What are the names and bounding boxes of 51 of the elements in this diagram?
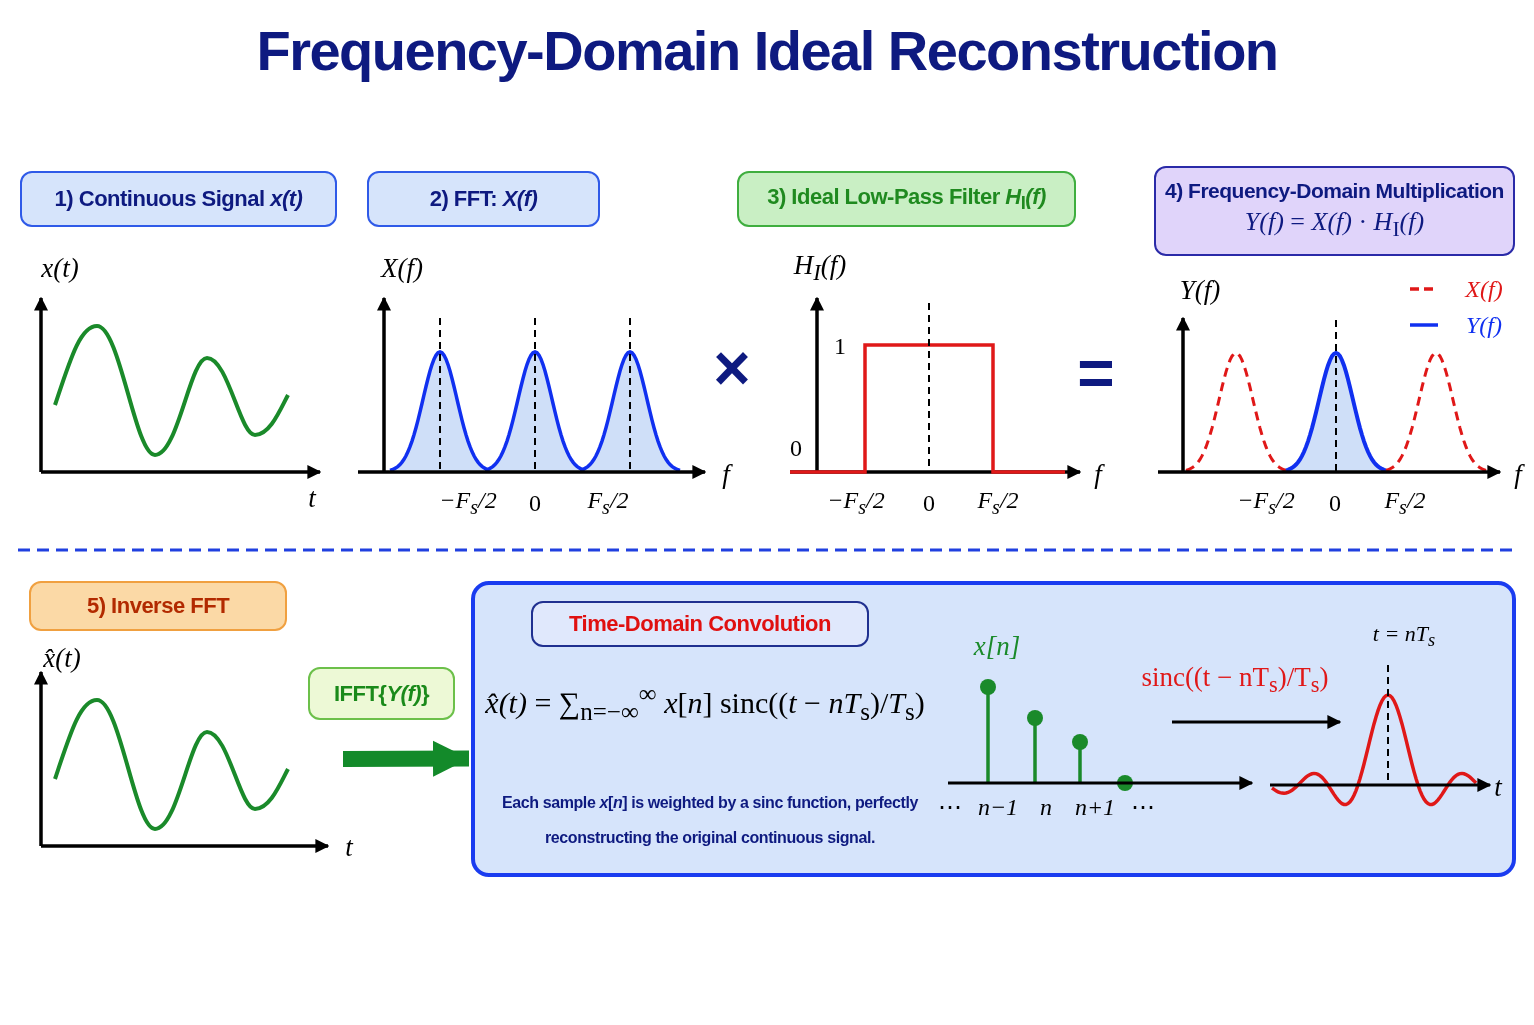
step-label-box <box>1154 166 1515 256</box>
step-label-box <box>20 171 337 227</box>
axis-label: t <box>308 482 316 514</box>
tick-label: 0 <box>923 489 935 517</box>
axis-label: t <box>345 831 353 863</box>
tick-label: F$_{s}$/2 <box>587 487 629 519</box>
tick-label: 0 <box>790 434 802 462</box>
convolution-panel <box>471 581 1516 877</box>
box-title: 4) Frequency-Domain Multiplication <box>1165 179 1504 204</box>
tick-label: −F$_{s}$/2 <box>827 487 885 519</box>
operator-symbol: = <box>1077 336 1115 410</box>
tick-label: 1 <box>834 332 846 360</box>
axis-label: Y(f) <box>1179 274 1221 306</box>
axis-label: x̂(t) <box>43 642 81 674</box>
tick-label: −F$_{s}$/2 <box>439 487 497 519</box>
box-formula: Y(f) = X(f) · H$_{I}$(f) <box>1244 207 1425 243</box>
convolution-formula: x̂(t) = ∑$_{n=−∞}$$^{∞}$ x[n] sinc((t − nT$_{s}$)/T$_{s}$) <box>484 680 926 726</box>
panel-heading-box <box>531 601 869 647</box>
sinc-label: sinc((t − nT$_{s}$)/T$_{s}$) <box>1141 661 1329 699</box>
step-label-box <box>29 581 287 631</box>
tick-label: ⋯ <box>1131 793 1155 821</box>
tick-label: 0 <box>1329 489 1341 517</box>
description-text: Each sample x[n] is weighted by a sinc function, perfectly reconstructing the original continuous signal. <box>500 793 919 848</box>
tick-label: n−1 <box>977 793 1019 821</box>
operation-label-box <box>308 667 455 720</box>
axis-label: H$_{I}$(f) <box>793 249 847 287</box>
legend-label: X(f) <box>1465 275 1503 303</box>
axis-label: x(t) <box>41 252 79 284</box>
box-title: 2) FFT: X(f) <box>429 186 538 212</box>
tick-label: F$_{s}$/2 <box>977 487 1019 519</box>
box-title: 1) Continuous Signal x(t) <box>54 186 303 212</box>
tick-label: n <box>1040 793 1052 821</box>
step-label-box <box>737 171 1076 227</box>
step-label-box <box>367 171 600 227</box>
axis-label: t = nT$_{s}$ <box>1372 620 1436 652</box>
legend-label: Y(f) <box>1466 311 1502 339</box>
arrow <box>342 740 470 777</box>
box-title: IFFT{Y(f)} <box>333 680 430 707</box>
axis-label: X(f) <box>381 252 423 284</box>
sample-label: x[n] <box>973 630 1021 662</box>
tick-label: ⋯ <box>938 793 962 821</box>
tick-label: n+1 <box>1074 793 1116 821</box>
box-title: 5) Inverse FFT <box>86 593 230 619</box>
title: Frequency-Domain Ideal Reconstruction <box>256 18 1278 83</box>
tick-label: F$_{s}$/2 <box>1384 487 1426 519</box>
box-title: 3) Ideal Low-Pass Filter H$_{I}$(f) <box>767 183 1046 215</box>
box-title: Time-Domain Convolution <box>569 611 831 637</box>
tick-label: −F$_{s}$/2 <box>1237 487 1295 519</box>
operator-symbol: × <box>713 331 751 405</box>
tick-label: 0 <box>529 489 541 517</box>
axis-label: t <box>1494 771 1502 803</box>
